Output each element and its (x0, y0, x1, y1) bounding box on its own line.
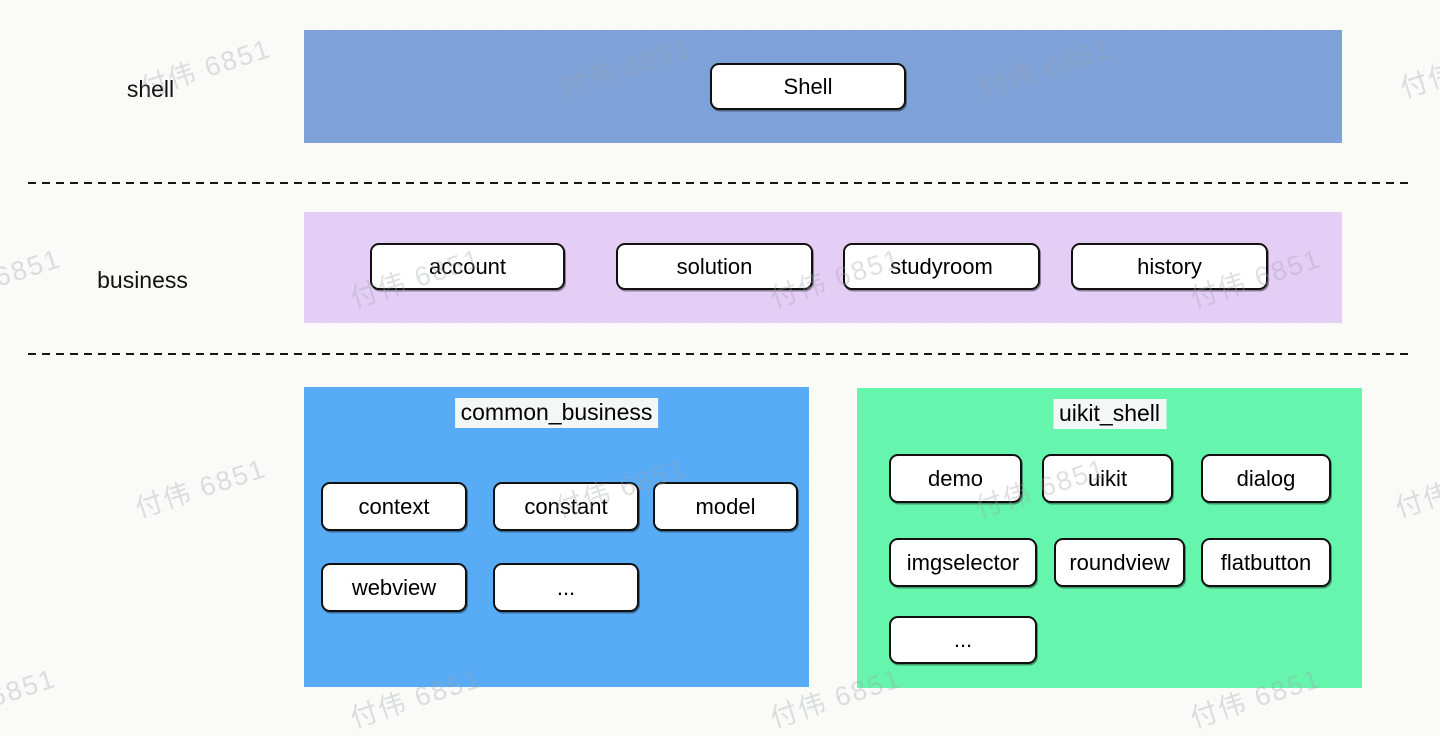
business-band: account solution studyroom history (304, 212, 1342, 323)
node-dialog: dialog (1201, 454, 1331, 503)
node-imgselector-label: imgselector (906, 549, 1020, 575)
node-demo-label: demo (927, 465, 984, 491)
watermark-text: 付伟 6851 (1396, 33, 1440, 104)
node-webview-label: webview (351, 574, 437, 600)
node-imgselector: imgselector (889, 538, 1037, 587)
layer-label-shell: shell (126, 76, 175, 102)
watermark-text: 付伟 6851 (0, 663, 60, 733)
node-history-label: history (1137, 253, 1202, 279)
layer-label-business: business (97, 267, 188, 293)
separator-line-bottom (28, 353, 1412, 355)
node-flatbutton-label: flatbutton (1220, 549, 1312, 575)
separator-line-top (28, 182, 1412, 184)
node-common-ellipsis-label: ... (556, 574, 576, 600)
node-constant: constant (493, 482, 639, 531)
node-flatbutton: flatbutton (1201, 538, 1331, 587)
node-account: account (370, 243, 565, 290)
architecture-diagram: shell business Shell account solution st… (0, 30, 1440, 734)
node-constant-label: constant (524, 493, 608, 519)
node-roundview-label: roundview (1069, 549, 1170, 575)
watermark-text: 付伟 6851 (131, 453, 270, 524)
node-studyroom-label: studyroom (890, 253, 993, 279)
node-uikit-label: uikit (1087, 465, 1128, 491)
shell-band: Shell (304, 30, 1342, 143)
node-account-label: account (428, 253, 507, 279)
uikit-shell-title: uikit_shell (1053, 399, 1166, 429)
common-business-module: common_business context constant model w… (304, 387, 809, 687)
node-model: model (653, 482, 798, 531)
node-context-label: context (358, 493, 430, 519)
node-dialog-label: dialog (1236, 465, 1296, 491)
watermark-text: 付伟 6851 (1391, 453, 1440, 524)
common-business-title: common_business (454, 398, 659, 428)
node-demo: demo (889, 454, 1022, 503)
uikit-shell-module: uikit_shell demo uikit dialog imgselecto… (857, 388, 1362, 688)
node-solution: solution (616, 243, 813, 290)
node-model-label: model (695, 493, 756, 519)
node-uikit-ellipsis-label: ... (953, 627, 973, 652)
node-uikit-ellipsis: ... (889, 616, 1037, 664)
node-solution-label: solution (676, 253, 753, 279)
node-shell-label: Shell (783, 73, 833, 99)
node-common-ellipsis: ... (493, 563, 639, 612)
node-shell: Shell (710, 63, 906, 110)
node-studyroom: studyroom (843, 243, 1040, 290)
watermark-text: 付伟 6851 (0, 243, 65, 313)
node-roundview: roundview (1054, 538, 1185, 587)
node-webview: webview (321, 563, 467, 612)
node-uikit: uikit (1042, 454, 1173, 503)
node-context: context (321, 482, 467, 531)
node-history: history (1071, 243, 1268, 290)
